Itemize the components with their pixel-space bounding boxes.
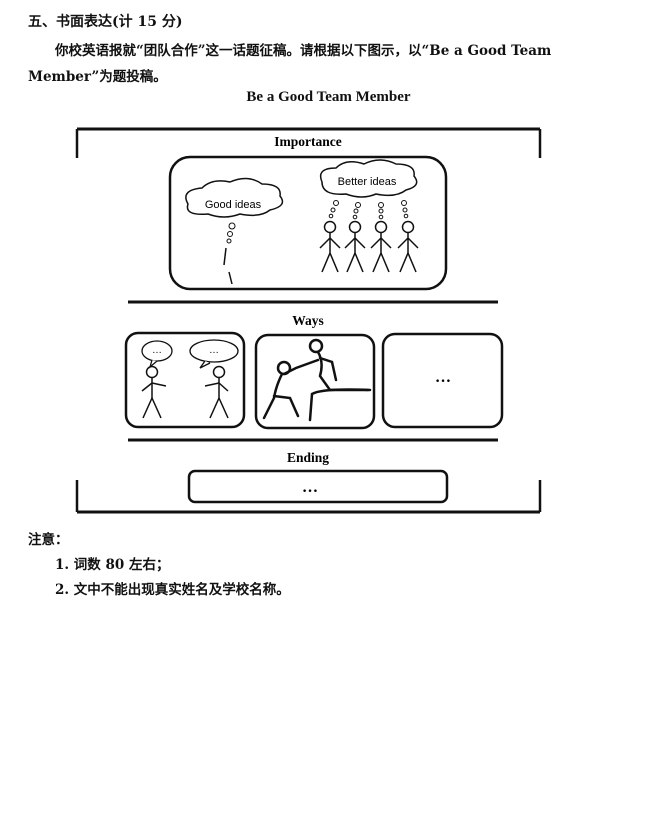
- speech-bubble-right-text: …: [209, 345, 219, 356]
- speech-bubble-left-text: …: [152, 345, 162, 356]
- ways-box-communication: [124, 331, 246, 429]
- importance-label: Importance: [274, 134, 342, 149]
- good-ideas-cloud: Good ideas: [185, 177, 284, 218]
- diagram-frame: [75, 127, 542, 514]
- good-ideas-text: Good ideas: [205, 199, 262, 211]
- writing-prompt: 你校英语报就“团队合作”这一话题征稿。请根据以下图示，以“Be a Good T…: [28, 43, 552, 85]
- ways-box-more-text: …: [435, 369, 451, 386]
- importance-box: [168, 155, 448, 291]
- figure-title: Be a Good Team Member: [246, 89, 411, 105]
- talking-stick-figures: [141, 365, 229, 419]
- lone-stick-figure: [223, 247, 233, 285]
- ways-box-more: [381, 332, 504, 429]
- better-ideas-text: Better ideas: [338, 176, 397, 188]
- ways-box-helping: [254, 333, 376, 430]
- ending-box: [187, 469, 449, 504]
- better-ideas-cloud: Better ideas: [319, 159, 418, 198]
- ending-label: Ending: [287, 450, 329, 465]
- helping-figures: [262, 338, 372, 422]
- note-item-no-names: 2. 文中不能出现真实姓名及学校名称。: [55, 582, 290, 598]
- thought-dots-right: [328, 200, 409, 220]
- ending-box-text: …: [302, 479, 318, 496]
- note-item-word-count: 1. 词数 80 左右；: [55, 557, 170, 573]
- speech-bubble-left: …: [141, 340, 173, 369]
- thought-dots-left: [226, 222, 236, 244]
- ways-label: Ways: [292, 313, 324, 328]
- speech-bubble-right: …: [189, 339, 239, 369]
- section-heading: 五、书面表达(计 15 分): [28, 14, 183, 30]
- notes-title: 注意：: [28, 532, 69, 548]
- team-stick-figures: [319, 220, 419, 273]
